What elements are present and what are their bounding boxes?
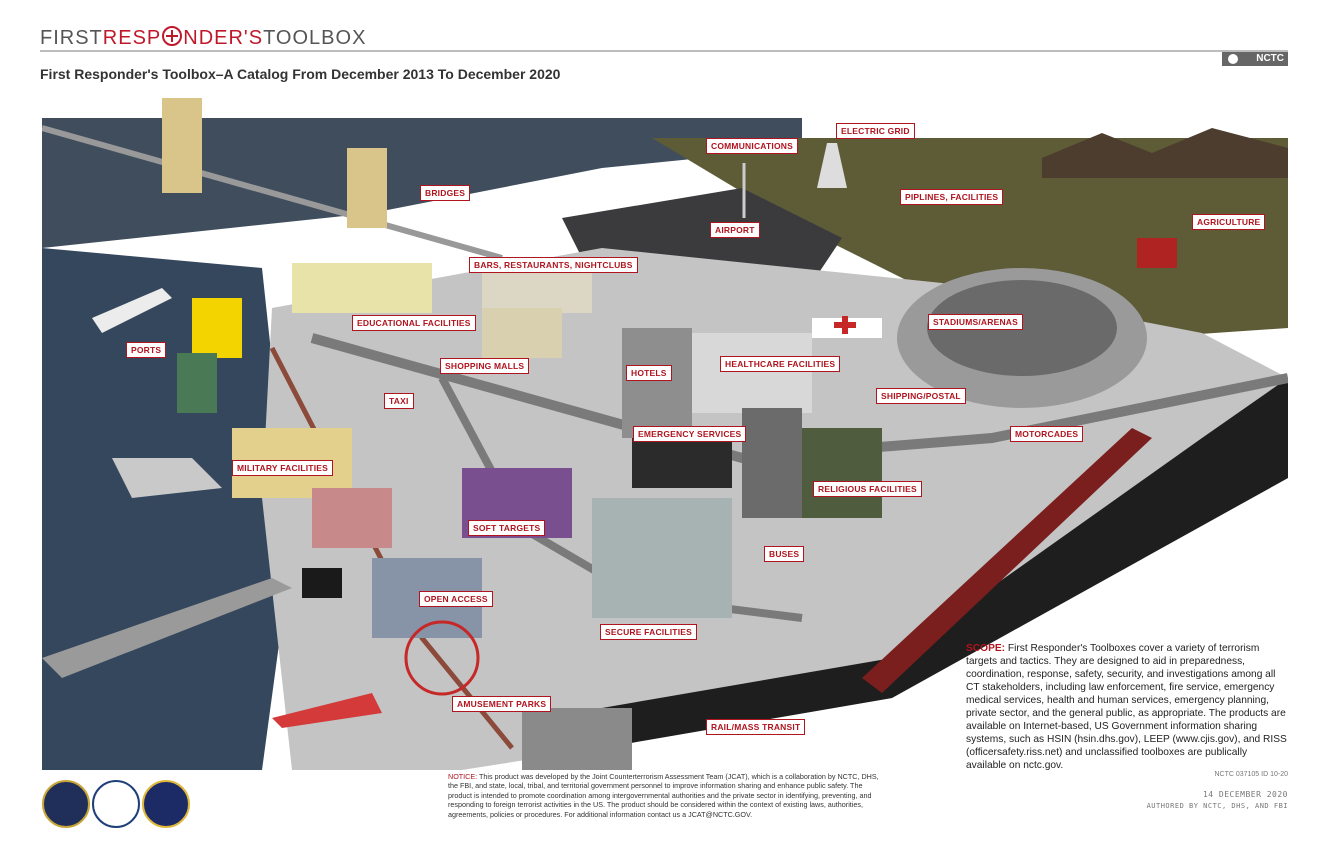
label-open-access: OPEN ACCESS [419, 591, 493, 607]
harbor-water [42, 248, 292, 770]
label-communications: COMMUNICATIONS [706, 138, 798, 154]
label-piplines: PIPLINES, FACILITIES [900, 189, 1004, 205]
label-ports: PORTS [126, 342, 167, 358]
electric-pylon [817, 143, 847, 188]
label-stadiums: STADIUMS/ARENAS [928, 314, 1024, 330]
label-healthcare: HEALTHCARE FACILITIES [720, 356, 841, 372]
notice-text: NOTICE: This product was developed by th… [448, 772, 884, 819]
label-electric-grid: ELECTRIC GRID [836, 123, 915, 139]
city-scene-svg [41, 98, 1289, 770]
label-bridges: BRIDGES [420, 185, 471, 201]
label-rail: RAIL/MASS TRANSIT [706, 719, 806, 735]
building-educational [292, 263, 432, 313]
notice-body: This product was developed by the Joint … [448, 772, 879, 819]
brand-first: FIRST [40, 27, 103, 49]
page-title: First Responder's Toolbox–A Catalog From… [40, 66, 561, 82]
label-educational: EDUCATIONAL FACILITIES [352, 315, 476, 331]
terrain [652, 138, 1288, 338]
bridge-tower-east [347, 148, 387, 228]
publish-date: 14 DECEMBER 2020 [1202, 790, 1288, 799]
commuter-train [862, 428, 1152, 693]
nctc-badge: NCTC [1222, 52, 1288, 66]
port-crane [192, 298, 242, 358]
building-bars [482, 273, 592, 313]
label-religious: RELIGIOUS FACILITIES [813, 481, 922, 497]
frigate [112, 458, 222, 498]
authored-by: AUTHORED BY NCTC, DHS, AND FBI [1146, 802, 1288, 810]
nctc-seal-icon [1228, 54, 1238, 64]
label-secure: SECURE FACILITIES [600, 624, 697, 640]
building-religious [802, 428, 882, 518]
crosshair-icon [162, 26, 183, 46]
bridge-tower-west [162, 98, 202, 193]
brand-logo: FIRSTRESP NDER'STOOLBOX [40, 26, 366, 50]
river-water [42, 118, 802, 248]
brand-toolbox: TOOLBOX [263, 27, 367, 49]
mountains [1042, 128, 1288, 178]
building-church [742, 408, 802, 518]
red-cross-icon [834, 316, 856, 334]
nctc-seal-icon [42, 780, 90, 828]
city-edge [602, 378, 1288, 748]
building-rail-station [522, 708, 632, 770]
document-id: NCTC 037105 ID 10-20 [1214, 771, 1288, 778]
containers [177, 353, 217, 413]
label-hotels: HOTELS [626, 365, 672, 381]
label-agriculture: AGRICULTURE [1192, 214, 1266, 230]
label-shopping: SHOPPING MALLS [440, 358, 530, 374]
label-buses: BUSES [764, 546, 805, 562]
yacht [92, 288, 172, 333]
label-taxi: TAXI [384, 393, 414, 409]
label-amusement: AMUSEMENT PARKS [452, 696, 552, 712]
dhs-seal-icon [92, 780, 140, 828]
city-illustration: COMMUNICATIONS ELECTRIC GRID BRIDGES PIP… [41, 98, 1289, 770]
bridge-deck [41, 125, 503, 261]
brand-resp: RESP [102, 27, 162, 49]
building-hotel [622, 328, 692, 438]
label-military: MILITARY FACILITIES [232, 460, 334, 476]
building-secure [592, 498, 732, 618]
fireboat [272, 693, 382, 728]
building-shopping [482, 308, 562, 358]
building-hospital [692, 333, 812, 413]
label-airport: AIRPORT [710, 222, 760, 238]
scope-body: First Responder's Toolboxes cover a vari… [966, 643, 1287, 771]
label-soft-targets: SOFT TARGETS [468, 520, 546, 536]
nctc-badge-label: NCTC [1256, 53, 1284, 64]
brand-nders: NDER'S [183, 27, 264, 49]
scope-text: SCOPE: First Responder's Toolboxes cover… [966, 642, 1288, 772]
video-screen [302, 568, 342, 598]
notice-heading: NOTICE: [448, 772, 478, 781]
building-warehouse [312, 488, 392, 548]
navy-ship [42, 578, 292, 678]
barn [1137, 238, 1177, 268]
fbi-seal-icon [142, 780, 190, 828]
label-shipping: SHIPPING/POSTAL [876, 388, 966, 404]
label-bars: BARS, RESTAURANTS, NIGHTCLUBS [469, 257, 638, 273]
building-police [632, 438, 732, 488]
label-emergency: EMERGENCY SERVICES [633, 426, 747, 442]
ferris-wheel [404, 620, 480, 696]
label-motorcades: MOTORCADES [1010, 426, 1084, 442]
header-rule [40, 50, 1288, 52]
scope-heading: SCOPE: [966, 643, 1006, 654]
